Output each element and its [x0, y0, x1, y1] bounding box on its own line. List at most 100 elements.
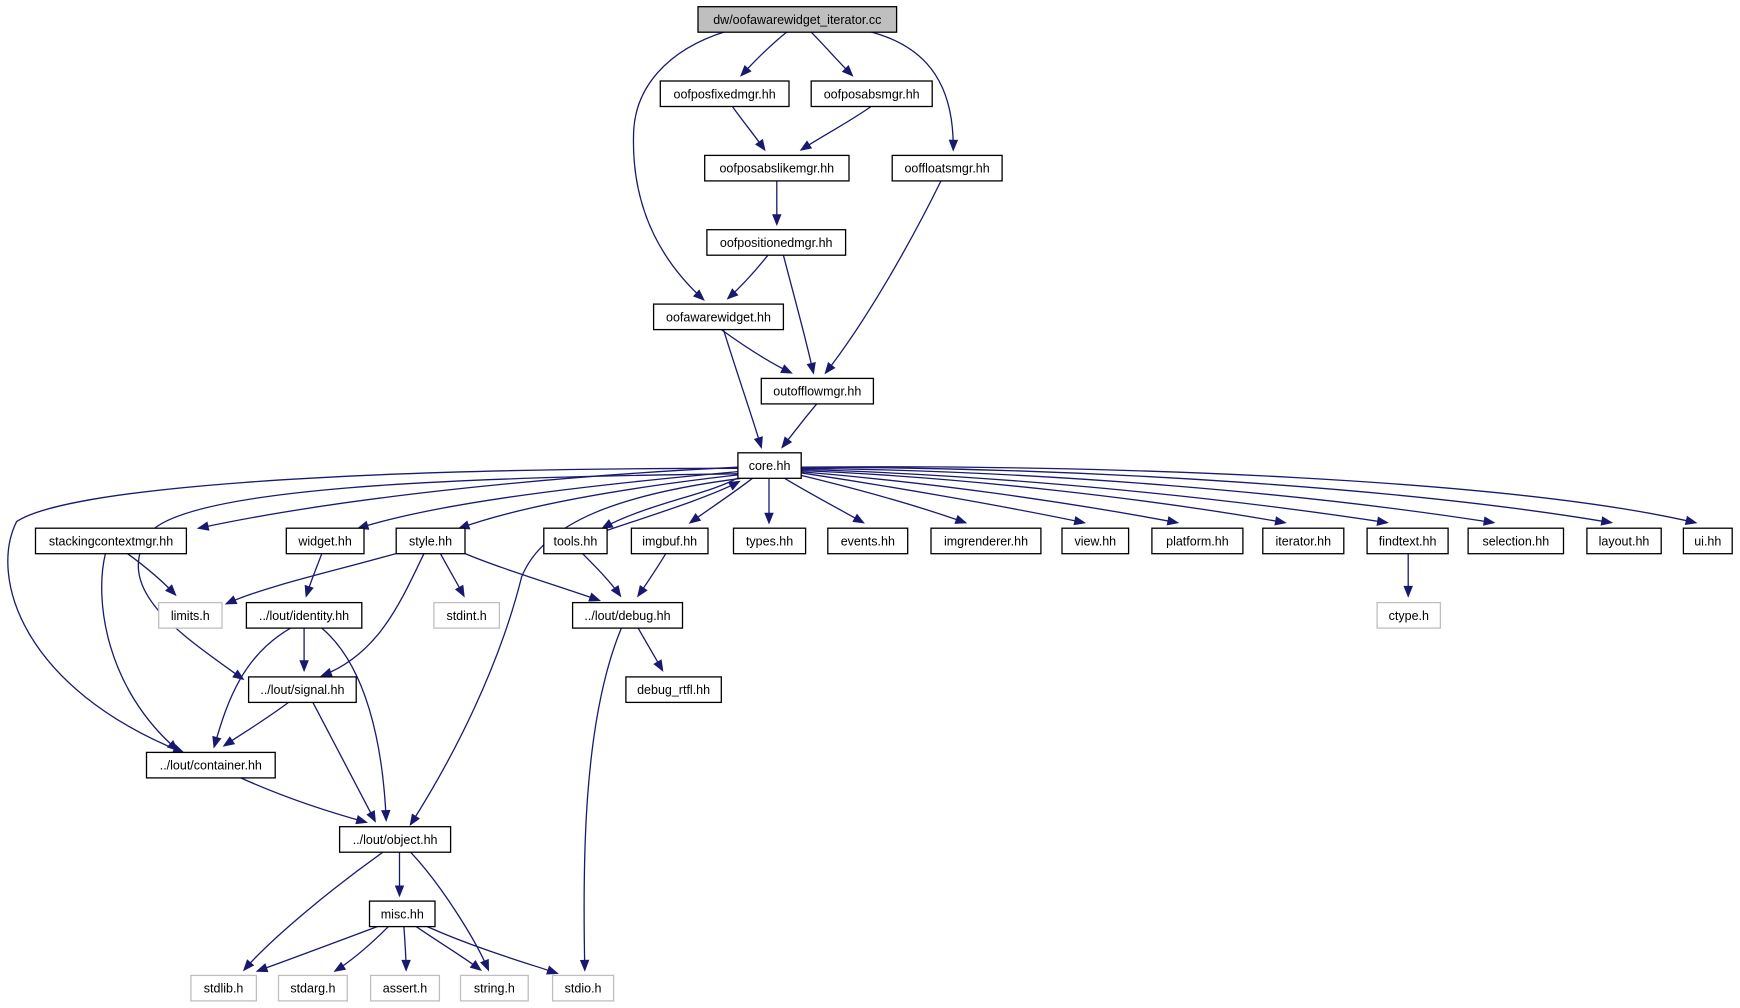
node-stackingcontextmgr[interactable]: stackingcontextmgr.hh	[34, 527, 188, 555]
node-oofposfixedmgr[interactable]: oofposfixedmgr.hh	[659, 80, 790, 108]
arrowhead-stackingcontextmgr-limits	[165, 584, 177, 597]
node-outofflowmgr[interactable]: outofflowmgr.hh	[760, 377, 875, 405]
node-label-container: ../lout/container.hh	[160, 759, 262, 773]
arrowhead-style-signal	[320, 667, 333, 677]
node-label-widget: widget.hh	[297, 535, 352, 549]
node-style[interactable]: style.hh	[395, 527, 466, 555]
arrowhead-core-ui	[1684, 515, 1698, 526]
arrowhead-identity-container	[212, 735, 222, 749]
edge-misc-stdlib	[257, 925, 378, 972]
edge-core-findtext	[800, 468, 1388, 524]
node-box-events	[827, 527, 909, 555]
node-platform[interactable]: platform.hh	[1151, 527, 1244, 555]
node-limits: limits.h	[158, 601, 223, 629]
arrowhead-stackingcontextmgr-container	[166, 740, 179, 752]
dependency-edges	[7, 30, 1698, 975]
node-label-debug: ../lout/debug.hh	[584, 609, 670, 623]
node-label-view: view.hh	[1074, 535, 1116, 549]
node-widget[interactable]: widget.hh	[285, 527, 365, 555]
node-label-misc: misc.hh	[381, 907, 424, 921]
node-label-ui: ui.hh	[1694, 535, 1721, 549]
edge-core-events	[784, 477, 864, 524]
edge-container-object	[240, 777, 367, 823]
arrowhead-root-oofawarewidget	[692, 289, 705, 301]
node-label-oofposfixedmgr: oofposfixedmgr.hh	[674, 87, 776, 101]
node-box-misc	[368, 900, 436, 928]
node-iterator[interactable]: iterator.hh	[1262, 527, 1345, 555]
node-box-assert	[369, 974, 441, 1002]
edge-oofawarewidget-outofflowmgr	[720, 329, 792, 374]
node-misc[interactable]: misc.hh	[368, 900, 436, 928]
node-findtext[interactable]: findtext.hh	[1366, 527, 1449, 555]
arrowhead-root-ooffloatsmgr	[948, 139, 959, 152]
arrowhead-misc-assert	[401, 959, 411, 972]
arrowhead-core-events	[852, 513, 865, 524]
arrowhead-oofpositionedmgr-oofawarewidget	[726, 288, 739, 300]
arrowhead-core-view	[1073, 515, 1087, 526]
arrowhead-oofawarewidget-core	[753, 436, 763, 449]
arrowhead-signal-container	[222, 736, 236, 747]
node-identity[interactable]: ../lout/identity.hh	[245, 601, 363, 629]
node-root[interactable]: dw/oofawarewidget_iterator.cc	[697, 6, 898, 33]
arrowhead-widget-identity	[304, 584, 314, 598]
node-oofpositionedmgr[interactable]: oofpositionedmgr.hh	[706, 229, 847, 256]
node-view[interactable]: view.hh	[1061, 527, 1130, 555]
edge-tools-core	[606, 481, 740, 532]
node-oofposabslikemgr[interactable]: oofposabslikemgr.hh	[704, 154, 850, 182]
node-types[interactable]: types.hh	[732, 527, 807, 555]
arrowhead-style-limits	[224, 595, 238, 605]
node-imgbuf[interactable]: imgbuf.hh	[630, 527, 709, 555]
arrowhead-root-oofposfixedmgr	[739, 64, 752, 77]
node-events[interactable]: events.hh	[827, 527, 909, 555]
node-label-oofposabslikemgr: oofposabslikemgr.hh	[719, 162, 834, 176]
arrowhead-tools-debug	[610, 584, 622, 598]
arrowhead-core-imgbuf	[688, 513, 702, 524]
node-oofposabsmgr[interactable]: oofposabsmgr.hh	[810, 80, 933, 108]
node-debug_rtfl[interactable]: debug_rtfl.hh	[625, 676, 722, 704]
node-box-string	[459, 974, 529, 1002]
node-signal[interactable]: ../lout/signal.hh	[247, 676, 357, 704]
arrowhead-debug-stdio	[579, 959, 590, 972]
arrowhead-oofposabslikemgr-oofpositionedmgr	[772, 214, 782, 227]
edge-misc-stdio	[426, 926, 558, 974]
node-object[interactable]: ../lout/object.hh	[338, 826, 452, 853]
arrowhead-signal-object	[366, 810, 376, 823]
node-selection[interactable]: selection.hh	[1467, 527, 1565, 555]
edge-core-view	[800, 472, 1085, 524]
node-box-findtext	[1366, 527, 1449, 555]
edge-core-widget	[358, 470, 738, 529]
node-ooffloatsmgr[interactable]: ooffloatsmgr.hh	[891, 154, 1003, 182]
node-label-types: types.hh	[746, 535, 793, 549]
node-assert: assert.h	[369, 974, 441, 1002]
node-stdlib: stdlib.h	[190, 974, 258, 1002]
node-box-oofposfixedmgr	[659, 80, 790, 108]
arrowhead-core-types	[764, 512, 774, 525]
arrowhead-core-stackingcontextmgr	[196, 521, 210, 531]
node-imgrenderer[interactable]: imgrenderer.hh	[930, 527, 1042, 555]
arrowhead-debug-debug_rtfl	[653, 659, 664, 672]
node-layout[interactable]: layout.hh	[1586, 527, 1662, 555]
node-label-selection: selection.hh	[1482, 535, 1549, 549]
edge-core-iterator	[800, 469, 1286, 524]
node-debug[interactable]: ../lout/debug.hh	[571, 601, 684, 629]
node-box-ui	[1682, 527, 1733, 555]
node-box-root	[697, 6, 898, 33]
edge-identity-object	[321, 627, 387, 821]
node-box-oofpositionedmgr	[706, 229, 847, 256]
node-box-debug_rtfl	[625, 676, 722, 704]
node-oofawarewidget[interactable]: oofawarewidget.hh	[652, 303, 785, 331]
node-label-root: dw/oofawarewidget_iterator.cc	[713, 13, 881, 27]
node-ui[interactable]: ui.hh	[1682, 527, 1733, 555]
node-core[interactable]: core.hh	[737, 452, 802, 479]
node-tools[interactable]: tools.hh	[543, 527, 608, 555]
edge-core-selection	[800, 467, 1494, 524]
node-label-object: ../lout/object.hh	[353, 833, 438, 847]
node-stdarg: stdarg.h	[277, 974, 348, 1002]
node-stdint: stdint.h	[433, 601, 501, 629]
arrowhead-core-signal	[232, 669, 245, 681]
edge-oofawarewidget-core	[722, 329, 762, 448]
edge-core-layout	[800, 466, 1612, 524]
node-box-oofposabslikemgr	[704, 154, 850, 182]
node-container[interactable]: ../lout/container.hh	[145, 751, 276, 779]
node-string: string.h	[459, 974, 529, 1002]
